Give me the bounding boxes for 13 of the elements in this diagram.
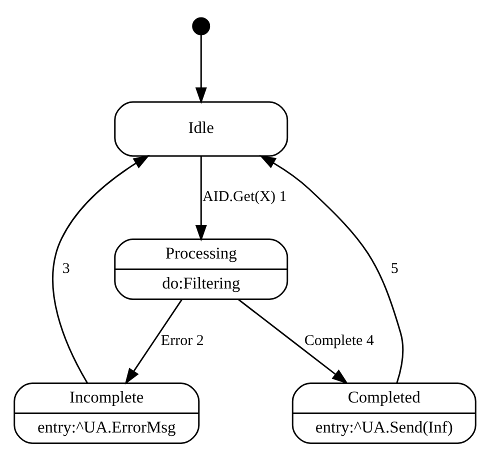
arrow (52, 154, 150, 384)
arrow (238, 298, 348, 384)
edge-label: 5 (390, 261, 398, 277)
edge-label: Error 2 (160, 333, 204, 349)
node-circle (192, 17, 210, 36)
edge-label: AID.Get(X) 1 (202, 189, 287, 205)
arrow (124, 298, 183, 385)
edge-label: 3 (62, 261, 70, 277)
arrow (195, 34, 207, 104)
arrow (195, 156, 207, 242)
arrow (259, 155, 404, 384)
edge-label: Complete 4 (304, 333, 374, 349)
node-box: Idle (114, 101, 288, 157)
